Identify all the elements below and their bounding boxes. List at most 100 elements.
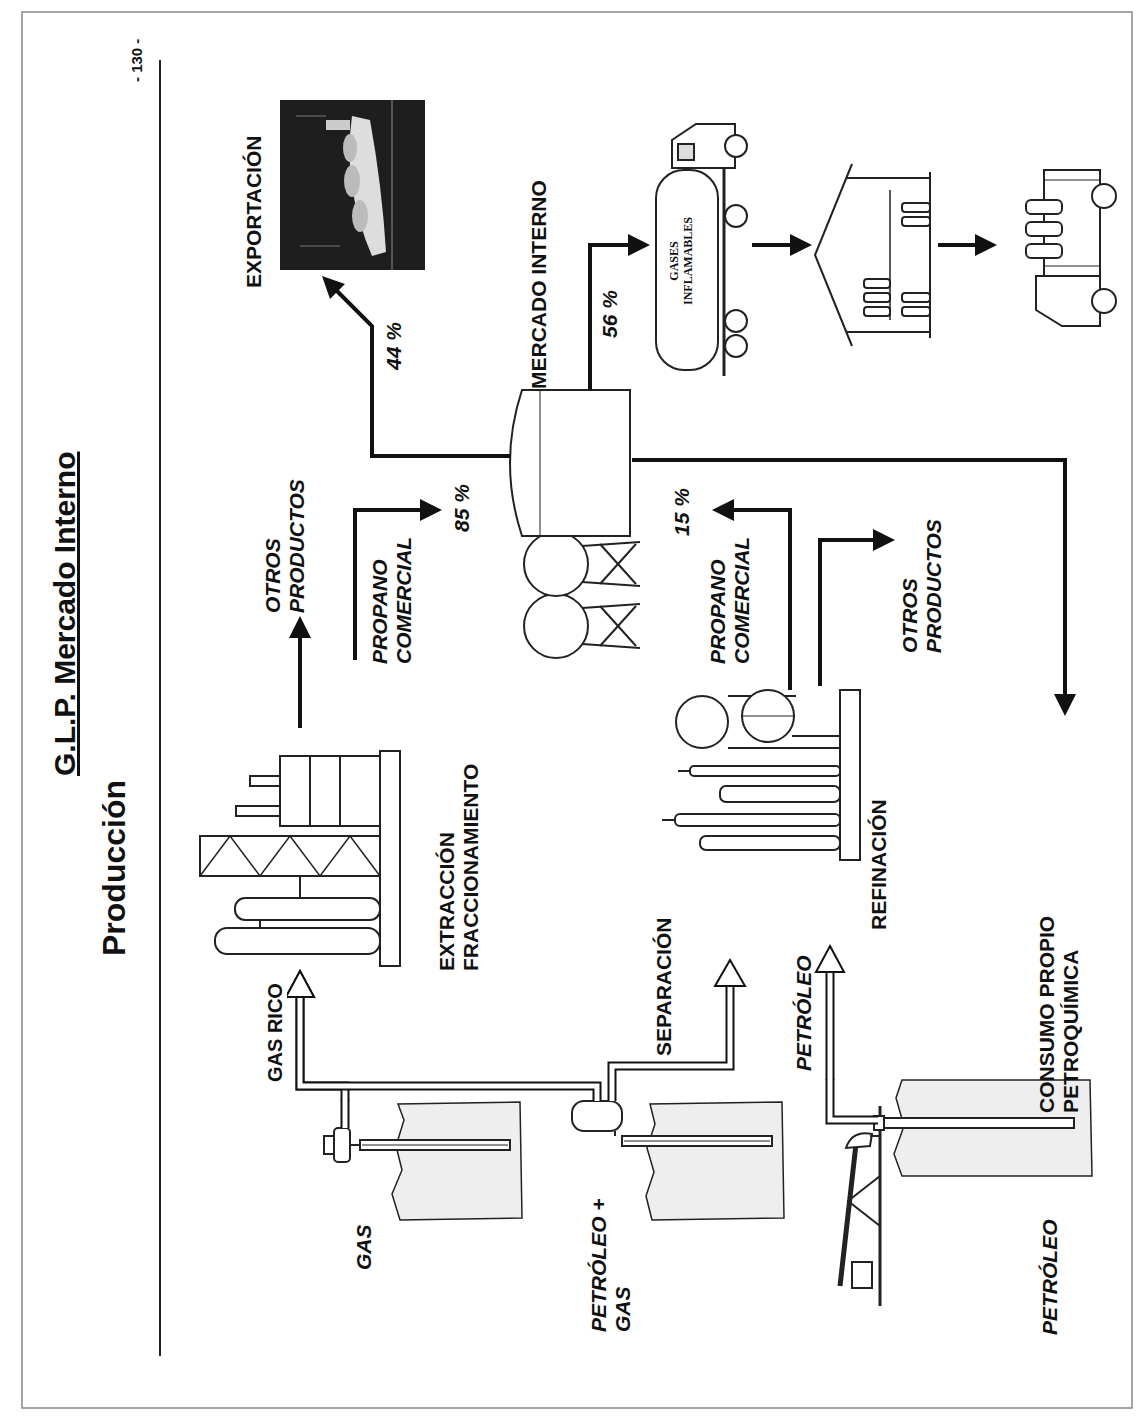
pipe-bore	[828, 969, 833, 1080]
extraction-plant	[200, 836, 380, 876]
pumpjack-well	[884, 1118, 1074, 1128]
refinery	[742, 690, 794, 742]
separation-pipe	[715, 960, 745, 986]
flow-label: PROPANO COMERCIAL	[706, 514, 754, 664]
distribution-arrows	[752, 243, 791, 247]
page-number: - 130 -	[128, 39, 145, 82]
extraction-plant	[250, 776, 280, 786]
pickup-truck	[1026, 222, 1062, 236]
node-label: PETRÓLEO + GAS	[587, 1182, 635, 1332]
page-frame	[22, 12, 1132, 1408]
tank-truck	[656, 124, 747, 376]
extraction-plant	[309, 756, 311, 826]
export-photo	[352, 200, 368, 232]
separation-pipe	[612, 960, 745, 1101]
gas-well	[343, 1100, 348, 1128]
refinery	[690, 766, 840, 776]
warehouse	[815, 164, 852, 346]
warehouse	[902, 293, 930, 302]
pickup-truck	[1036, 276, 1100, 326]
storage-arrows	[632, 460, 1065, 695]
node-label: CONSUMO PROPIO PETROQUÍMICA	[1035, 883, 1083, 1113]
oil-gas-well	[572, 1101, 622, 1131]
extraction-plant	[235, 898, 380, 920]
page-title: G.L.P. Mercado Interno	[48, 451, 82, 776]
warehouse	[864, 293, 890, 302]
storage-tanks	[600, 606, 636, 646]
warehouse	[902, 217, 930, 226]
gas-well	[334, 1128, 350, 1162]
storage-arrows	[322, 276, 345, 299]
export-photo	[326, 120, 350, 130]
arrowhead	[286, 971, 314, 997]
truck-sign: GASES INFLAMABLES	[668, 211, 696, 311]
oil-gas-well	[622, 1136, 772, 1146]
arrowhead	[816, 946, 844, 972]
node-label: OTROS PRODUCTOS	[261, 453, 309, 613]
pickup-truck	[1026, 200, 1062, 214]
oil-gas-well: PETRÓLEO + GAS	[565, 1101, 785, 1336]
edge-label: GAS RICO	[264, 983, 287, 1082]
refinery	[840, 690, 860, 860]
pumpjack-well	[852, 1262, 872, 1288]
warehouse	[846, 331, 930, 333]
extraction-plant	[236, 806, 280, 816]
extraction-plant	[380, 751, 400, 966]
storage-arrows	[1054, 694, 1076, 716]
gas-well: GAS	[330, 1101, 530, 1286]
product-output: OTROS PRODUCTOS	[258, 450, 312, 616]
pickup-truck	[1044, 180, 1100, 181]
storage-tanks	[540, 390, 541, 536]
node-label: MERCADO INTERNO	[527, 180, 551, 389]
extraction-plant	[200, 836, 380, 876]
distribution-arrows	[752, 234, 997, 256]
refinery	[676, 696, 728, 748]
percentage: 85 %	[450, 484, 474, 532]
pipe-outline	[300, 994, 597, 1101]
storage-arrows	[712, 499, 734, 521]
export-photo	[296, 116, 326, 117]
refinery	[720, 786, 840, 802]
extraction-plant: EXTRACCIÓN FRACCIONAMIENTO	[190, 728, 510, 971]
refinery	[728, 747, 840, 749]
page-frame	[159, 60, 161, 1356]
node-label: OTROS PRODUCTOS	[898, 493, 946, 653]
storage-tanks	[524, 594, 588, 658]
export-photo	[280, 100, 425, 270]
pickup-truck	[1092, 289, 1116, 313]
arrow-line	[298, 636, 302, 728]
percentage: 15 %	[670, 488, 694, 536]
page-frame	[22, 12, 1132, 1408]
export-photo	[343, 134, 357, 162]
arrowhead	[286, 971, 314, 997]
export-photo	[391, 100, 393, 270]
pipe-connector	[286, 971, 597, 1101]
storage-arrows	[420, 499, 442, 521]
tank-truck	[725, 310, 747, 332]
pumpjack-well	[846, 1133, 872, 1148]
refinery	[700, 836, 840, 850]
gas-well	[341, 1100, 350, 1128]
petrochemical-consumption: CONSUMO PROPIO PETROQUÍMICA	[1032, 880, 1086, 1116]
refinery	[662, 690, 860, 860]
distribution-arrows	[938, 243, 976, 247]
storage-arrows	[337, 291, 510, 456]
arrowhead	[289, 616, 311, 638]
storage-tanks	[582, 542, 640, 546]
flow-label: PROPANO COMERCIAL	[368, 514, 416, 664]
extraction-plant	[215, 928, 380, 954]
domestic-market: MERCADO INTERNO	[524, 177, 554, 392]
storage-tanks	[600, 544, 636, 584]
node-label: EXPORTACIÓN	[242, 136, 266, 288]
pipe-connector	[816, 946, 844, 1080]
pumpjack-well	[870, 1135, 880, 1137]
warehouse	[815, 164, 930, 346]
export-photo	[280, 100, 425, 270]
refinery	[675, 814, 840, 826]
refinery: REFINACIÓN	[655, 686, 905, 946]
gas-well	[360, 1140, 510, 1150]
gas-well	[350, 1144, 360, 1146]
extraction-plant	[339, 756, 341, 826]
percentage: 56 %	[598, 290, 622, 338]
export-photo	[344, 165, 360, 197]
